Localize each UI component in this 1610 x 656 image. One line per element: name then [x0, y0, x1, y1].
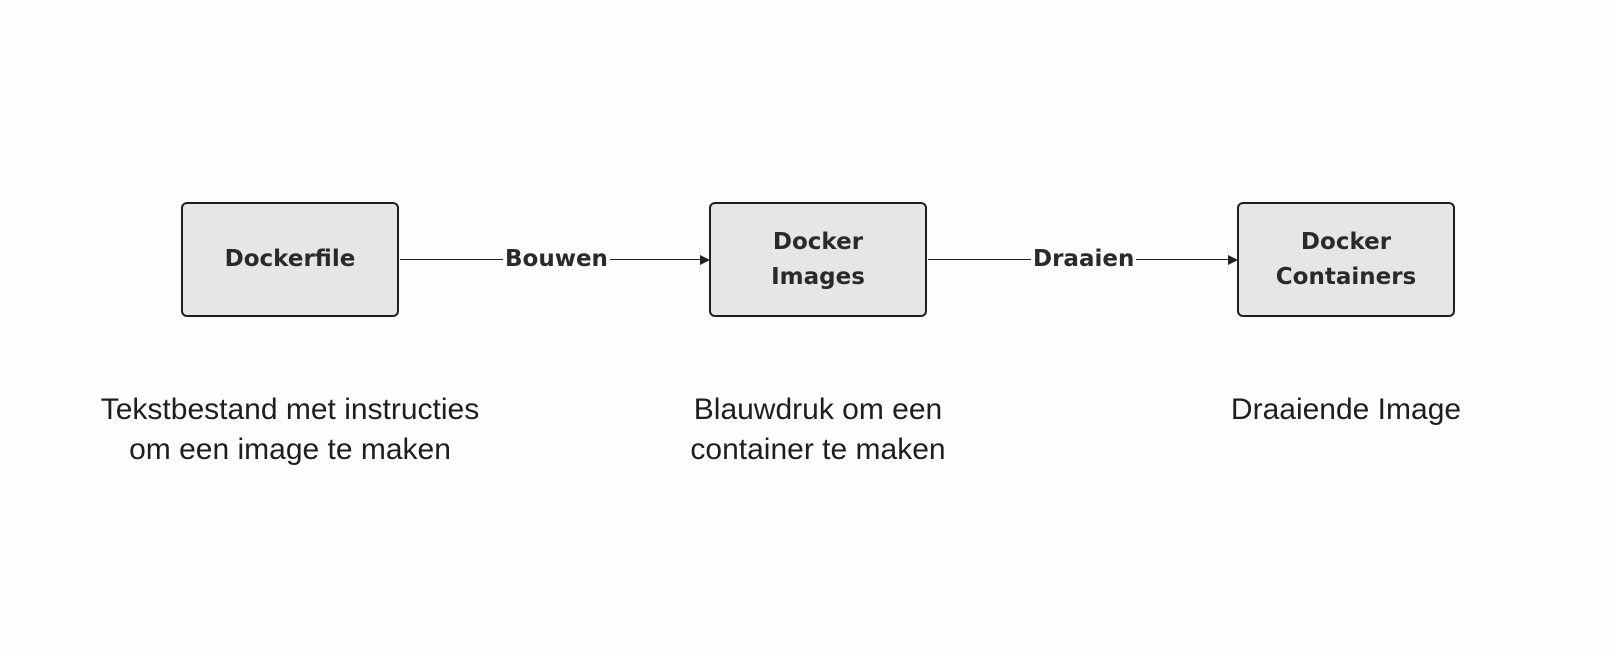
node-description-docker-images: Blauwdruk om een container te maken [690, 393, 946, 466]
node-description-docker-containers: Draaiende Image [1230, 393, 1462, 426]
node-title-docker-images: Docker Images [771, 228, 865, 290]
node-title-docker-containers: Docker Containers [1275, 228, 1417, 290]
node-dockerfile: Dockerfile [181, 202, 399, 317]
arrowhead-run-icon [1228, 255, 1238, 265]
node-docker-containers: Docker Containers [1237, 202, 1455, 317]
edge-label-build: Bouwen [503, 245, 610, 273]
edge-label-run: Draaien [1031, 245, 1137, 273]
arrowhead-build-icon [700, 255, 710, 265]
node-description-dockerfile: Tekstbestand met instructies om een imag… [100, 393, 480, 466]
node-docker-images: Docker Images [709, 202, 927, 317]
node-title-dockerfile: Dockerfile [224, 246, 356, 272]
